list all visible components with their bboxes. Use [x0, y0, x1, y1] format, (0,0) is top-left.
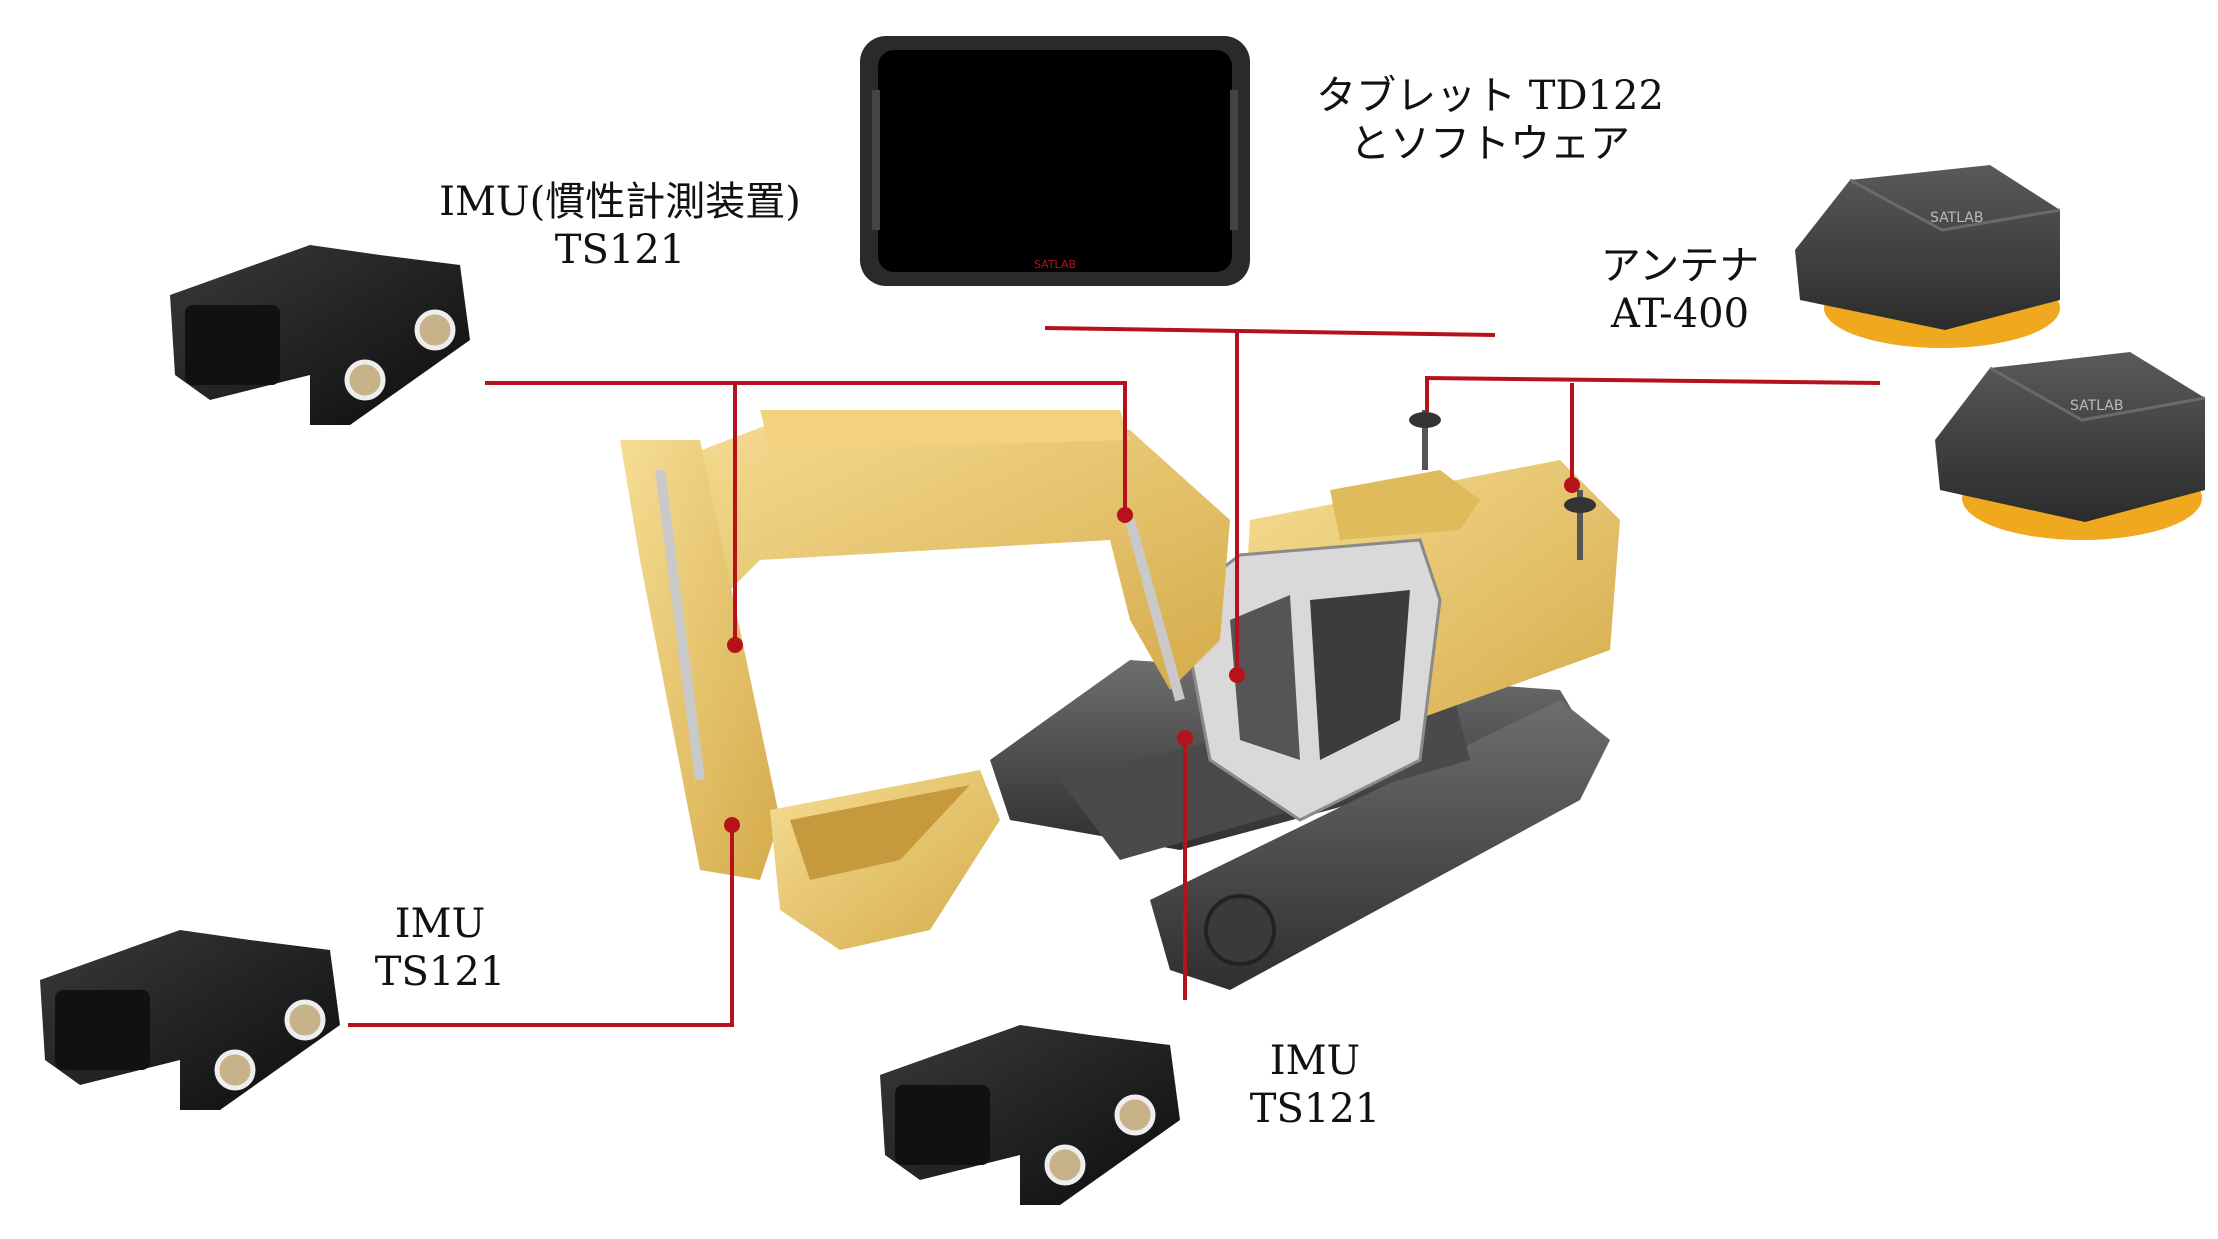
imu-sensor-icon: [40, 930, 340, 1110]
label-tablet-line1: タブレット TD122: [1316, 73, 1664, 119]
gnss-antenna-icon: SATLAB: [1935, 352, 2206, 540]
label-imu-bottom-line1: IMU: [1269, 1038, 1361, 1084]
tablet-device-icon: SATLAB: [860, 36, 1250, 286]
label-imu-main: IMU(慣性計測装置) TS121: [410, 178, 830, 274]
label-imu-bottom-line2: TS121: [1249, 1086, 1381, 1132]
label-imu-left-line2: TS121: [374, 949, 506, 995]
label-antenna: アンテナ AT-400: [1560, 242, 1800, 338]
leader-dots: [724, 477, 1580, 833]
gnss-antenna-icon: SATLAB: [1795, 165, 2061, 348]
label-imu-main-line1: IMU(慣性計測装置): [439, 179, 801, 225]
leader-lines: [348, 326, 1881, 1027]
tablet-logo: SATLAB: [1034, 258, 1076, 271]
label-antenna-line1: アンテナ: [1600, 243, 1760, 289]
label-tablet-line2: とソフトウェア: [1350, 121, 1630, 167]
label-tablet: タブレット TD122 とソフトウェア: [1300, 72, 1680, 168]
imu-sensor-icon: [170, 245, 470, 425]
imu-sensor-icon: [880, 1025, 1180, 1205]
label-imu-bottom: IMU TS121: [1230, 1037, 1400, 1133]
antenna-logo: SATLAB: [2070, 398, 2124, 414]
label-imu-left-line1: IMU: [394, 901, 486, 947]
label-imu-left: IMU TS121: [355, 900, 525, 996]
label-imu-main-line2: TS121: [554, 227, 686, 273]
excavator-icon: [620, 410, 1620, 990]
label-antenna-line2: AT-400: [1610, 291, 1750, 337]
antenna-logo: SATLAB: [1930, 210, 1984, 226]
